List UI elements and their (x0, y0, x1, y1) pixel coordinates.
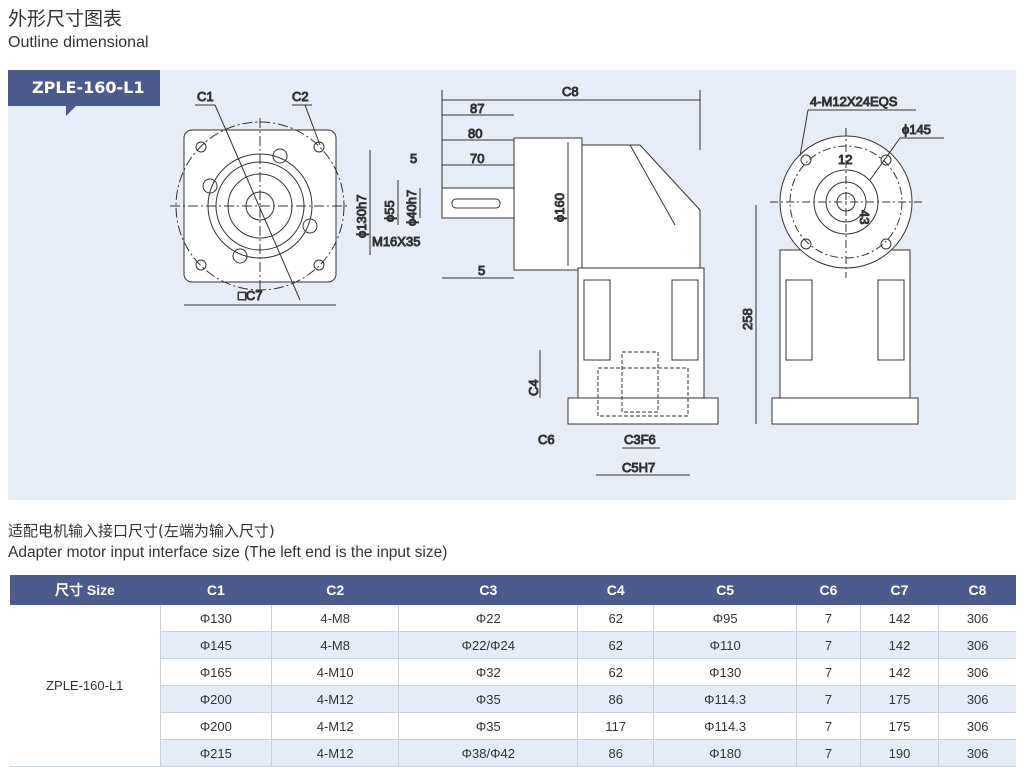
label-bolts: 4-M12X24EQS (810, 94, 898, 109)
table-cell: 4-M12 (271, 712, 399, 740)
table-cell: Φ35 (398, 685, 578, 713)
table-cell: 306 (938, 712, 1016, 740)
table-cell: 86 (577, 739, 654, 767)
table-cell: Φ165 (159, 658, 272, 686)
title-en: Outline dimensional (8, 34, 149, 51)
table-cell: Φ22/Φ24 (398, 631, 578, 659)
table-cell: Φ145 (159, 631, 272, 659)
size-cell: ZPLE-160-L1 (10, 605, 160, 767)
table-cell: Φ130 (653, 658, 797, 686)
side-view (369, 90, 757, 476)
label-55: ϕ55 (382, 200, 397, 222)
label-c4: C4 (526, 379, 541, 396)
table-cell: 4-M8 (271, 605, 399, 632)
label-c8: C8 (562, 84, 579, 99)
table-cell: 4-M12 (271, 739, 399, 767)
table-cell: 7 (796, 712, 861, 740)
table-cell: 62 (577, 605, 654, 632)
table-cell: Φ114.3 (653, 712, 797, 740)
table-cell: Φ32 (398, 658, 578, 686)
model-badge: ZPLE-160-L1 (8, 70, 160, 116)
table-cell: 4-M12 (271, 685, 399, 713)
label-12: 12 (838, 152, 852, 167)
label-c1: C1 (197, 89, 214, 104)
table-cell: 86 (577, 685, 654, 713)
label-130h7: ϕ130h7 (354, 195, 369, 238)
label-m16: M16X35 (372, 234, 420, 249)
front-view (170, 104, 350, 306)
rear-view (770, 109, 944, 425)
label-43: 43 (857, 210, 872, 224)
label-c7: □C7 (238, 288, 262, 303)
label-145: ϕ145 (902, 122, 931, 137)
table-cell: 62 (577, 658, 654, 686)
label-c2: C2 (292, 89, 309, 104)
column-header: C1 (160, 575, 272, 605)
column-header: C4 (577, 575, 654, 605)
table-cell: 142 (859, 605, 939, 632)
table-cell: 306 (938, 605, 1016, 632)
label-5b: 5 (478, 263, 485, 278)
column-header: C8 (938, 575, 1016, 605)
table-cell: 7 (796, 658, 861, 686)
label-c6: C6 (538, 432, 555, 447)
column-header: C6 (796, 575, 861, 605)
table-cell: Φ38/Φ42 (398, 739, 578, 767)
table-cell: 142 (859, 631, 939, 659)
column-header: C2 (271, 575, 399, 605)
table-cell: 7 (796, 739, 861, 767)
label-80: 80 (468, 126, 482, 141)
table-cell: 62 (577, 631, 654, 659)
label-160: ϕ160 (552, 193, 567, 222)
table-cell: 4-M10 (271, 658, 399, 686)
subtitle-cn: 适配电机输入接口尺寸(左端为输入尺寸) (8, 522, 275, 540)
table-cell: 4-M8 (271, 631, 399, 659)
label-40h7: ϕ40h7 (404, 190, 419, 226)
column-header: C5 (653, 575, 797, 605)
table-cell: 190 (859, 739, 939, 767)
subtitle-en: Adapter motor input interface size (The … (8, 544, 448, 561)
table-cell: 175 (859, 685, 939, 713)
table-cell: Φ180 (653, 739, 797, 767)
table-cell: 306 (938, 739, 1016, 767)
table-cell: Φ200 (159, 685, 272, 713)
title-cn: 外形尺寸图表 (8, 8, 123, 30)
table-cell: 7 (796, 631, 861, 659)
column-header: C7 (860, 575, 939, 605)
label-87: 87 (470, 101, 484, 116)
table-cell: Φ95 (653, 605, 797, 632)
table-cell: 306 (938, 631, 1016, 659)
table-cell: Φ215 (159, 739, 272, 767)
table-cell: Φ22 (398, 605, 578, 632)
table-cell: Φ35 (398, 712, 578, 740)
label-258: 258 (740, 308, 755, 330)
technical-drawing: C1 C2 □C7 C8 87 80 70 5 5 ϕ130h7 ϕ55 ϕ40… (170, 84, 944, 476)
table-cell: 7 (796, 605, 861, 632)
column-header: C3 (398, 575, 578, 605)
table-cell: 306 (938, 658, 1016, 686)
table-cell: 142 (859, 658, 939, 686)
label-70: 70 (470, 151, 484, 166)
table-cell: 306 (938, 685, 1016, 713)
column-header: 尺寸 Size (10, 575, 160, 605)
table-cell: Φ110 (653, 631, 797, 659)
label-5a: 5 (410, 151, 417, 166)
table-cell: Φ114.3 (653, 685, 797, 713)
label-c5: C5H7 (622, 460, 655, 475)
table-cell: Φ200 (159, 712, 272, 740)
table-cell: 175 (859, 712, 939, 740)
table-cell: 7 (796, 685, 861, 713)
label-c3: C3F6 (624, 432, 656, 447)
table-cell: Φ130 (159, 605, 272, 632)
table-cell: 117 (577, 712, 654, 740)
